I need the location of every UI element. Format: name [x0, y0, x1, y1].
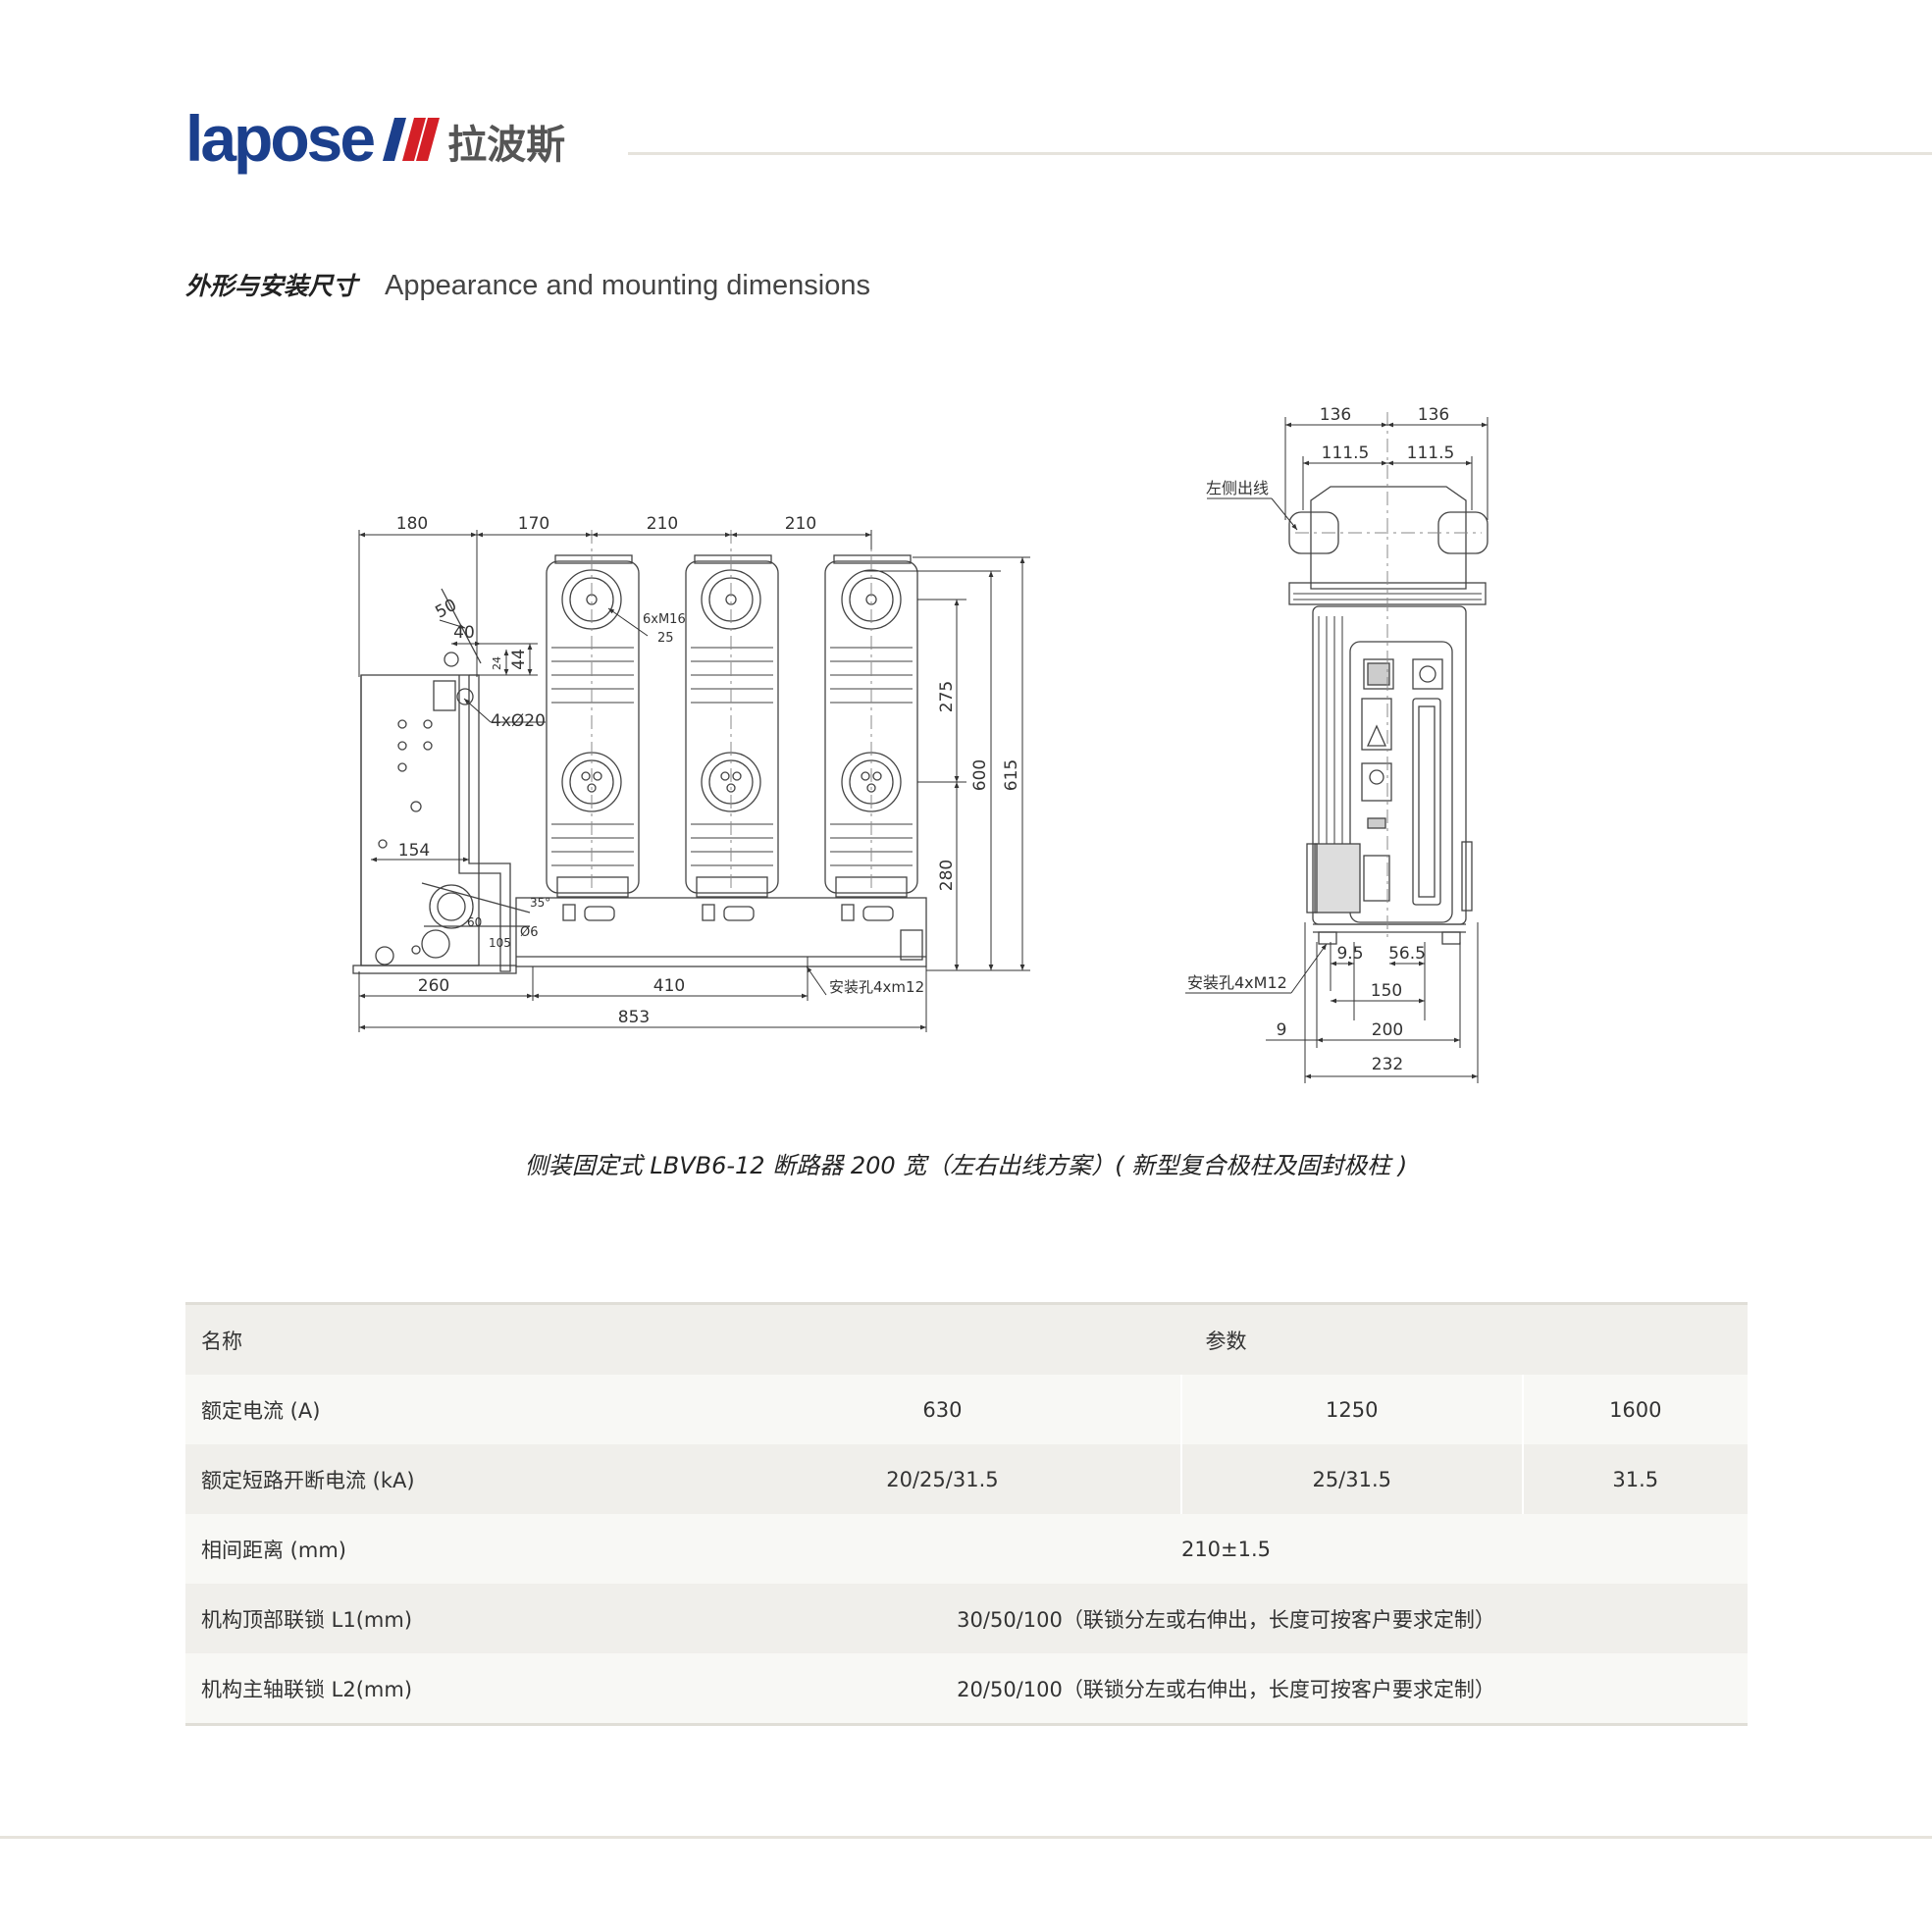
dim-210-a: 210 — [647, 514, 678, 534]
row-name: 额定短路开断电流 (kA) — [185, 1444, 705, 1514]
mechanism-frame — [352, 588, 923, 974]
row-value: 20/25/31.5 — [705, 1444, 1181, 1514]
pole-column — [685, 554, 779, 921]
note-depth: 25 — [657, 631, 674, 646]
note-holes: 4xØ20 — [491, 711, 546, 731]
dim-50: 50 — [432, 596, 459, 623]
row-value: 1250 — [1179, 1375, 1523, 1444]
row-value: 30/50/100（联锁分左或右伸出，长度可按客户要求定制） — [705, 1584, 1748, 1653]
dim-410: 410 — [653, 976, 685, 996]
table-row: 机构主轴联锁 L2(mm) 20/50/100（联锁分左或右伸出，长度可按客户要… — [185, 1653, 1748, 1725]
table-header-row: 名称 参数 — [185, 1303, 1748, 1375]
dim-111-5-left: 111.5 — [1322, 444, 1370, 463]
row-name: 额定电流 (A) — [185, 1375, 705, 1444]
dim-180: 180 — [396, 514, 428, 534]
dim-40: 40 — [453, 623, 475, 643]
note-phi6: Ø6 — [520, 925, 539, 940]
row-value: 25/31.5 — [1179, 1444, 1523, 1514]
dim-35-deg: 35° — [530, 896, 550, 910]
dim-24: 24 — [491, 656, 503, 670]
table-row: 机构顶部联锁 L1(mm) 30/50/100（联锁分左或右伸出，长度可按客户要… — [185, 1584, 1748, 1653]
dim-111-5-right: 111.5 — [1407, 444, 1455, 463]
header-name: 名称 — [185, 1303, 705, 1375]
row-name: 机构主轴联锁 L2(mm) — [185, 1653, 705, 1725]
section-title: 外形与安装尺寸 Appearance and mounting dimensio… — [185, 267, 870, 302]
brand-wordmark: lapose — [185, 102, 376, 175]
technical-drawing: 180 170 210 210 50 40 24 44 6xM16 25 4xØ… — [352, 405, 1488, 1083]
section-title-en: Appearance and mounting dimensions — [385, 270, 870, 301]
row-value: 210±1.5 — [705, 1514, 1748, 1584]
header-params: 参数 — [705, 1303, 1748, 1375]
row-value: 31.5 — [1521, 1444, 1748, 1514]
dim-615: 615 — [1002, 759, 1021, 791]
dim-853: 853 — [618, 1008, 650, 1027]
table-row: 额定电流 (A) 630 1250 1600 — [185, 1375, 1748, 1444]
note-left-outlet: 左侧出线 — [1206, 479, 1269, 497]
dim-275: 275 — [937, 681, 957, 712]
base-plate — [515, 897, 927, 967]
dim-280: 280 — [937, 860, 957, 891]
row-name: 机构顶部联锁 L1(mm) — [185, 1584, 705, 1653]
dim-210-b: 210 — [785, 514, 816, 534]
dim-9: 9 — [1277, 1020, 1287, 1040]
row-value: 1600 — [1521, 1375, 1748, 1444]
footer-divider — [0, 1836, 1932, 1839]
dim-136-right: 136 — [1418, 405, 1449, 425]
spec-table: 名称 参数 额定电流 (A) 630 1250 1600 额定短路开断电流 (k… — [185, 1302, 1748, 1726]
dim-9-5: 9.5 — [1336, 944, 1363, 964]
row-value: 20/50/100（联锁分左或右伸出，长度可按客户要求定制） — [705, 1653, 1748, 1725]
row-value: 630 — [705, 1375, 1181, 1444]
dim-136-left: 136 — [1320, 405, 1351, 425]
table-row: 相间距离 (mm) 210±1.5 — [185, 1514, 1748, 1584]
note-mount-hole-front: 安装孔4xm12 — [829, 978, 924, 996]
section-title-cn: 外形与安装尺寸 — [185, 272, 358, 300]
note-thread: 6xM16 — [643, 612, 686, 627]
dim-44: 44 — [509, 649, 529, 670]
drawing-caption: 侧装固定式 LBVB6-12 断路器 200 宽（左右出线方案）( 新型复合极柱… — [524, 1152, 1408, 1179]
dim-154: 154 — [398, 841, 430, 861]
dim-60: 60 — [467, 915, 482, 929]
dim-105: 105 — [489, 936, 511, 950]
table-row: 额定短路开断电流 (kA) 20/25/31.5 25/31.5 31.5 — [185, 1444, 1748, 1514]
pole-column — [546, 554, 640, 921]
dim-200: 200 — [1372, 1020, 1403, 1040]
dim-232: 232 — [1372, 1055, 1403, 1074]
dim-56-5: 56.5 — [1388, 944, 1426, 964]
side-view-body — [1288, 486, 1488, 945]
dim-600: 600 — [970, 759, 990, 791]
note-mount-hole-side: 安装孔4xM12 — [1187, 973, 1287, 992]
dim-260: 260 — [418, 976, 449, 996]
brand-logo: lapose 拉波斯 — [185, 102, 565, 171]
dim-150: 150 — [1371, 981, 1402, 1001]
row-name: 相间距离 (mm) — [185, 1514, 705, 1584]
brand-slash-icon — [383, 118, 441, 161]
dim-170: 170 — [518, 514, 549, 534]
brand-chinese-name: 拉波斯 — [447, 123, 566, 168]
header-divider — [628, 152, 1932, 155]
